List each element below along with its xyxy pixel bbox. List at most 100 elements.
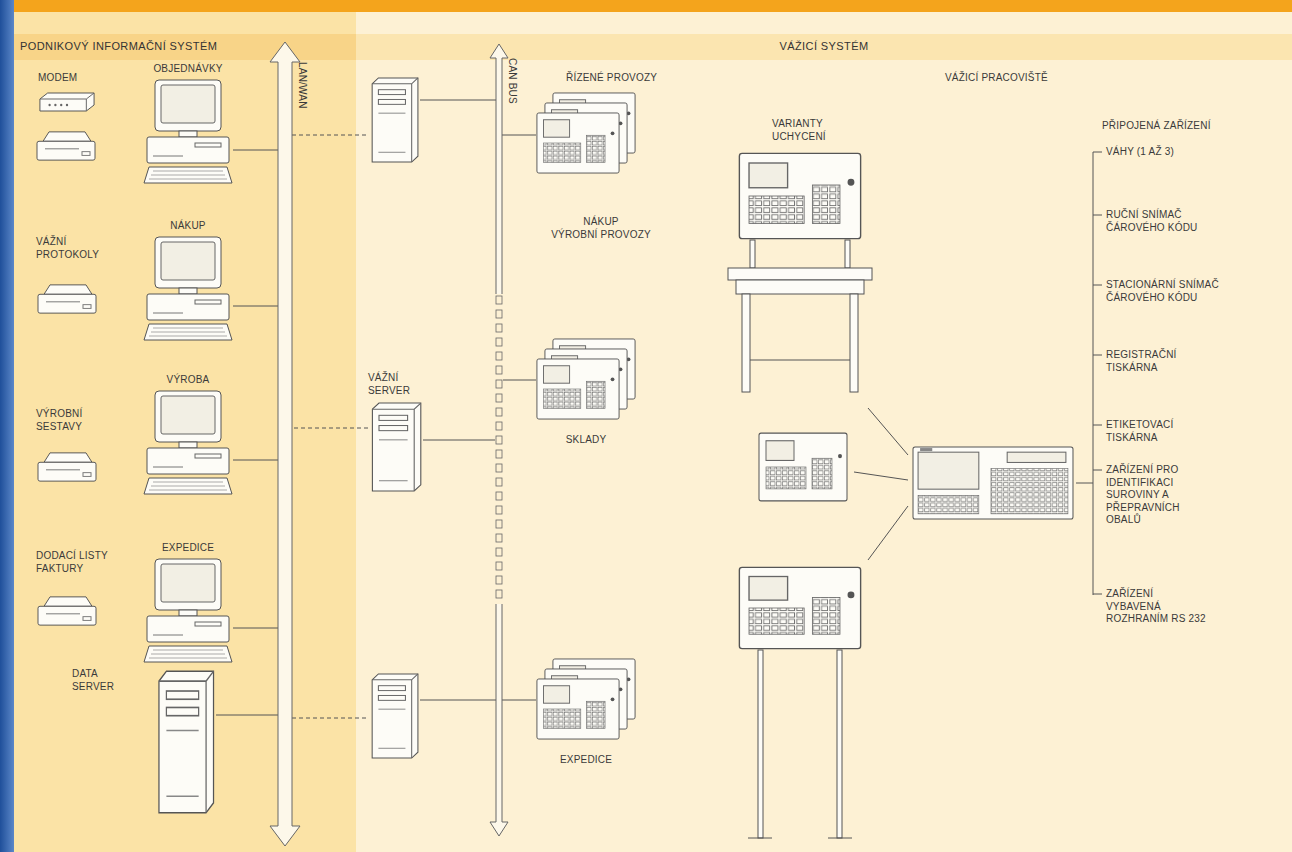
drawing-part (850, 294, 858, 392)
bus-segment (496, 534, 502, 542)
device-label: VÁŽNÍ SERVER (368, 372, 423, 397)
bus-segment (496, 450, 502, 458)
bus-segment (496, 478, 502, 486)
server-icon (372, 78, 418, 162)
device-label: ZAŘÍZENÍ VYBAVENÁ ROZHRANÍM RS 232 (1106, 588, 1206, 626)
printer-icon (36, 283, 98, 315)
network-link (502, 380, 536, 381)
drawing-part (868, 408, 908, 455)
terminal-group (536, 92, 636, 176)
bus-segment (496, 506, 502, 514)
computer-icon: VÝROBA (143, 374, 233, 498)
drawing-part (1093, 594, 1102, 595)
section-heading: PŘIPOJENÁ ZAŘÍZENÍ (1102, 120, 1262, 133)
bus-segment (496, 492, 502, 500)
drawing-part (38, 285, 96, 313)
group-label: VARIANTY UCHYCENÍ (772, 118, 847, 143)
variant-leaders (854, 408, 908, 560)
bus-segment (496, 548, 502, 556)
network-link (233, 150, 278, 151)
network-link (216, 715, 278, 716)
modem-icon (38, 91, 96, 113)
fieldbus: CAN BUS (496, 44, 502, 836)
text-block: DATA SERVER (72, 668, 122, 693)
network-bus: LAN/WAN (278, 42, 292, 846)
device-label: VÁHY (1 AŽ 3) (1106, 146, 1226, 159)
device-label: VÁŽNÍ PROTOKOLY (36, 236, 108, 261)
terminal-group: SKLADY (536, 338, 636, 447)
device-label: SKLADY (536, 434, 636, 447)
text-block: OBJEDNÁVKY (143, 63, 233, 76)
computer-icon: EXPEDICE (143, 542, 233, 666)
drawing-part (144, 237, 232, 340)
top-strip (0, 0, 1292, 12)
drawing-part (845, 240, 850, 268)
drawing-part (736, 280, 864, 294)
drawing-part (537, 659, 635, 739)
drawing-part (748, 838, 772, 839)
drawing-part (728, 268, 872, 280)
device-label: DATA SERVER (72, 668, 122, 693)
network-link (502, 700, 536, 701)
drawing-part (38, 597, 96, 625)
network-link (233, 628, 278, 629)
text-block: NÁKUPVÝROBNÍ PROVOZY (536, 216, 666, 241)
drawing-part (1093, 152, 1102, 153)
bus-segment (496, 436, 502, 444)
weighing-terminal (913, 447, 1073, 519)
text-block: VÁŽNÍ SERVER (368, 372, 423, 397)
modem-icon: MODEM (38, 72, 98, 113)
server-icon (368, 401, 423, 493)
bus-segment (496, 324, 502, 332)
device-label: ETIKETOVACÍ TISKÁRNA (1106, 419, 1196, 444)
bus-segment (496, 366, 502, 374)
wall-mount-variant (759, 433, 847, 501)
text-block: EXPEDICE (536, 754, 636, 767)
bus-arrow (496, 44, 502, 836)
drawing-part (1093, 425, 1102, 426)
server-icon (154, 668, 216, 816)
text-block: SKLADY (536, 434, 636, 447)
printer-icon (36, 451, 98, 483)
terminal-group: EXPEDICE (536, 658, 636, 767)
network-link (423, 440, 496, 441)
printer-icon (37, 132, 95, 160)
printer-icon: VÝROBNÍ SESTAVY (36, 408, 108, 483)
computer-icon: OBJEDNÁVKY (143, 63, 233, 187)
drawing-part (144, 391, 232, 494)
device-label: VÝROBNÍ PROVOZY (536, 229, 666, 242)
drawing-part (750, 240, 755, 268)
bus-outline (270, 42, 300, 846)
device-bracket (1076, 152, 1102, 595)
drawing-part (159, 671, 214, 812)
bus-arrow (278, 42, 292, 846)
drawing-part (854, 472, 908, 480)
drawing-part (420, 100, 496, 101)
device-label: NÁKUP (143, 220, 233, 233)
table-scale-variant (728, 153, 872, 392)
device-label: REGISTRAČNÍ TISKÁRNA (1106, 349, 1196, 374)
drawing-part (739, 153, 860, 238)
section-heading: VÁŽICÍ PRACOVIŠTĚ (945, 72, 1105, 85)
network-link (233, 460, 278, 461)
section-heading: ŘÍZENÉ PROVOZY (566, 72, 706, 85)
side-strip (0, 0, 14, 852)
left-panel (14, 12, 356, 852)
drawing-part (828, 838, 852, 839)
drawing-part (868, 506, 908, 560)
bus-segment (496, 576, 502, 584)
computer-icon (143, 390, 233, 498)
device-label: MODEM (38, 72, 98, 85)
bus-segment (496, 590, 502, 598)
drawing-part (750, 360, 850, 361)
drawing-part (537, 339, 635, 419)
device-label: EXPEDICE (143, 542, 233, 555)
bus-segment (496, 380, 502, 388)
bus-segment (496, 310, 502, 318)
bus-label: CAN BUS (506, 58, 519, 104)
header-text: PODNIKOVÝ INFORMAČNÍ SYSTÉM (20, 40, 217, 54)
server-links (292, 100, 496, 718)
network-link (502, 135, 536, 136)
device-label: NÁKUP (536, 216, 666, 229)
